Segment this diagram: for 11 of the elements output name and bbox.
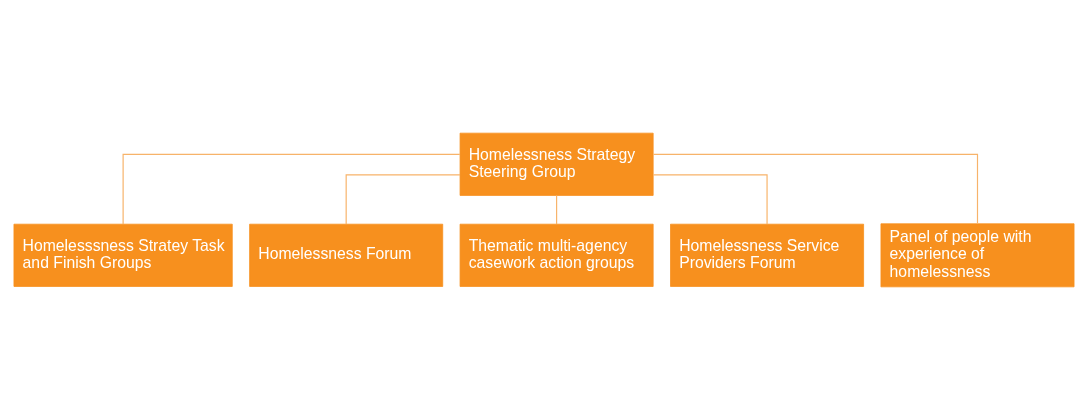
node-box: Panel of people with experience of homelessness [880,222,1075,287]
node-box: Homelessness Service Providers Forum [670,223,864,287]
connector [652,173,768,225]
connector [556,194,558,224]
node-box: Homelessness Forum [249,223,444,287]
connector [345,173,461,225]
node-box: Homelessness Strategy Steering Group [459,132,654,196]
connector [122,153,461,225]
node-box: Thematic multi-agency casework action groups [459,223,654,287]
node-box: Homelesssness Stratey Task and Finish Groups [13,223,233,287]
connector [652,153,979,224]
